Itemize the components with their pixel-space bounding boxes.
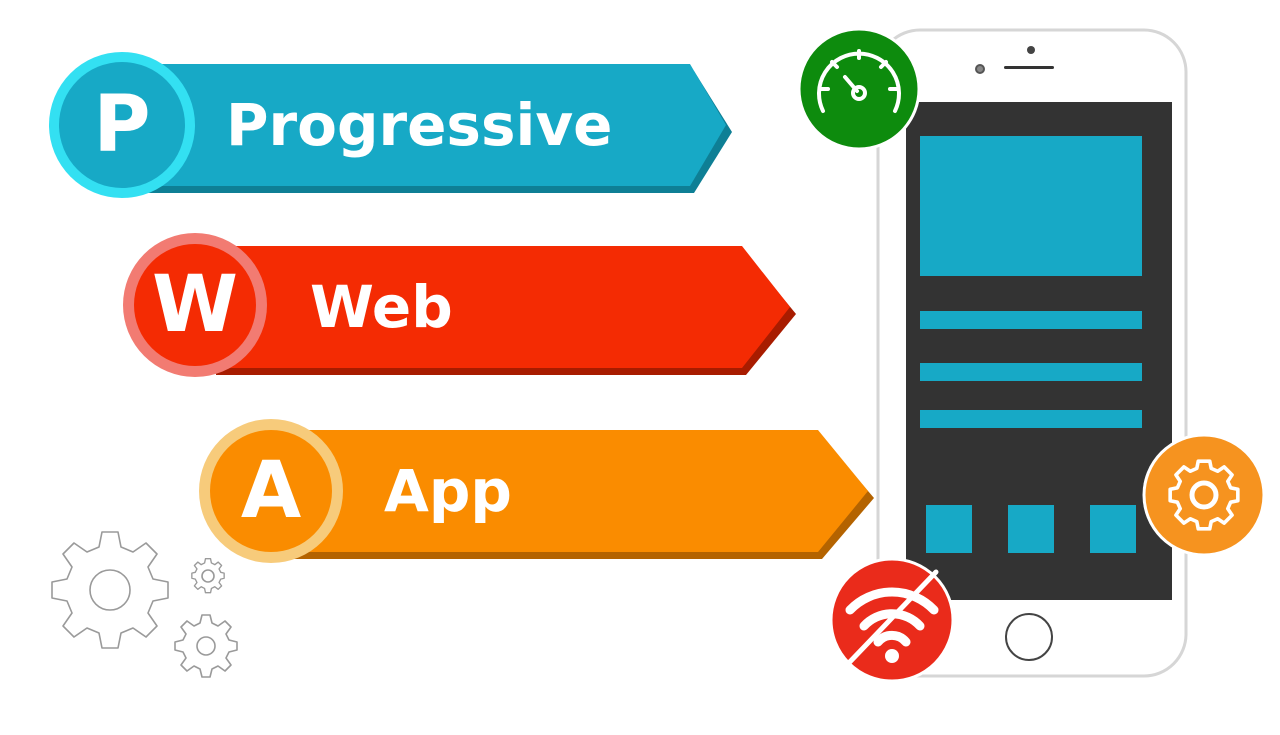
progressive-label: Progressive	[226, 91, 613, 159]
medium-gear-icon	[174, 614, 238, 678]
screen-app-tile	[926, 505, 972, 553]
screen-app-tile	[1008, 505, 1054, 553]
app-letter: A	[240, 446, 302, 536]
phone-speaker	[1004, 66, 1054, 69]
progressive-banner: P Progressive	[49, 50, 732, 200]
screen-app-tile	[1090, 505, 1136, 553]
progressive-letter: P	[93, 80, 151, 170]
wifi-off-icon	[845, 587, 939, 647]
speedometer-badge	[797, 27, 921, 151]
screen-text-line	[920, 363, 1142, 381]
screen-text-line	[920, 410, 1142, 428]
gear-icon	[1168, 459, 1240, 531]
large-gear-icon	[51, 531, 169, 649]
phone-front-camera	[975, 64, 985, 74]
phone-camera-dot	[1027, 46, 1035, 54]
smartphone-illustration	[876, 28, 1188, 678]
app-banner: A App	[198, 416, 878, 566]
decorative-gears	[51, 531, 238, 678]
app-label: App	[384, 457, 512, 525]
screen-text-line	[920, 311, 1142, 329]
web-banner: W Web	[122, 232, 802, 382]
speedometer-icon	[817, 49, 901, 113]
web-banner-shape	[123, 233, 796, 377]
progressive-banner-shape	[49, 52, 732, 198]
settings-badge	[1142, 433, 1266, 557]
web-letter: W	[151, 260, 239, 350]
screen-image-block	[920, 136, 1142, 276]
offline-badge	[829, 557, 955, 683]
phone-home-button	[1005, 613, 1053, 661]
web-label: Web	[310, 273, 453, 341]
app-banner-shape	[199, 419, 874, 563]
small-gear-icon	[191, 558, 225, 594]
